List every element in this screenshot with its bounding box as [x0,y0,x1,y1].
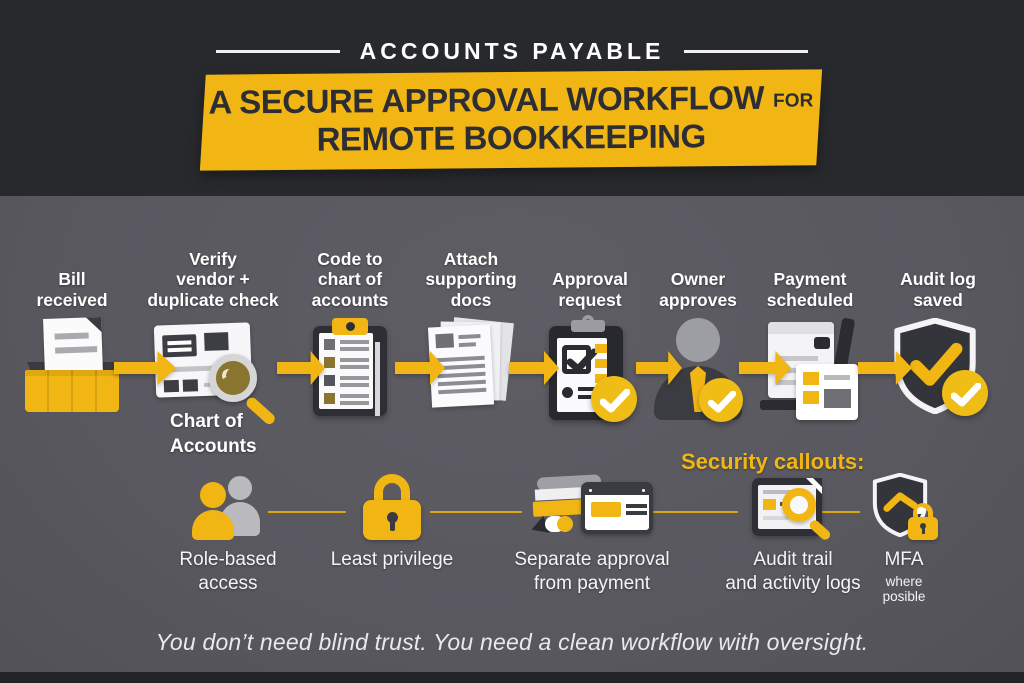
step-label: Owner approves [659,269,737,310]
kicker-text: ACCOUNTS PAYABLE [359,38,665,64]
log-search-icon [752,476,834,542]
security-item-audit-trail: Audit trail and activity logs [703,468,883,596]
step-label: Audit log saved [900,269,976,310]
flow-step-attach-docs: Attach supporting docs [406,240,536,413]
step-label: Bill received [36,269,108,310]
flow-step-code-to-coa: Code to chart of accounts [290,240,410,418]
security-label: Role-based access [179,549,277,594]
chart-of-accounts-note: Chart of Accounts [170,411,257,457]
credit-card-icon [581,482,653,534]
step-label: Attach supporting docs [425,249,517,310]
tagline: You don’t need blind trust. You need a c… [155,629,869,655]
magnifier-icon [209,354,257,402]
connector-line [268,511,346,513]
bottom-edge-band [0,672,1024,683]
security-label: Separate approval from payment [514,549,670,594]
security-label: Audit trail and activity logs [725,549,861,594]
flow-arrow [395,351,445,385]
title-main: A SECURE APPROVAL WORKFLOW [208,78,765,121]
kicker-line-right [684,50,809,53]
checkbox-icon [561,345,597,374]
security-label: MFA [884,549,924,570]
kicker-line-left [215,50,340,53]
title-line-1: A SECURE APPROVAL WORKFLOW FOR [208,78,814,121]
step-label: Code to chart of accounts [311,249,389,310]
title-line-2: REMOTE BOOKKEEPING [316,116,706,158]
check-badge-icon [941,370,988,416]
security-item-mfa: MFA where posible [848,468,960,605]
connector-line [820,511,860,513]
step-label: Approval request [552,269,628,310]
step-label: Payment scheduled [766,269,854,310]
users-icon [192,476,264,540]
flow-arrow [636,351,682,385]
check-badge-icon [590,376,637,422]
flow-step-audit-log: Audit log saved [878,240,998,418]
kicker: ACCOUNTS PAYABLE [0,38,1024,65]
connector-line [430,511,522,513]
flow-step-approval-request: Approval request [530,240,650,423]
check-badge-icon [699,378,743,422]
vendor-card-magnifier-icon [153,318,277,427]
clipboard-check-icon [543,315,638,423]
flow-arrow [114,351,176,385]
security-item-least-privilege: Least privilege [312,468,472,572]
security-item-role-based-access: Role-based access [153,468,303,596]
security-callouts-heading: Security callouts: [681,449,865,474]
flow-arrow [277,351,325,385]
flow-step-owner-approves: Owner approves [638,240,758,423]
flow-step-bill-received: Bill received [12,240,132,413]
flow-arrow [858,351,912,385]
title-for: FOR [773,90,814,112]
connector-line [650,511,738,513]
security-sublabel: where posible [882,573,926,605]
flow-arrow [509,351,559,385]
shield-lock-icon [867,473,941,543]
step-label: Verify vendor + duplicate check [147,249,279,310]
clipboard-list-icon [310,318,390,418]
flow-arrow [739,351,791,385]
security-label: Least privilege [330,549,454,570]
flow-step-verify-vendor: Verify vendor + duplicate check [133,240,293,427]
title-banner-inner: A SECURE APPROVAL WORKFLOW FOR REMOTE BO… [202,69,819,170]
flow-step-payment-scheduled: Payment scheduled [745,240,875,423]
magnifier-icon [782,488,816,522]
payment-cards-icon [528,474,655,540]
shield-check-icon [886,318,991,418]
padlock-icon [362,474,422,542]
security-item-separate-approval: Separate approval from payment [497,468,687,596]
inbox-icon [22,317,122,413]
document-icon [43,317,103,375]
title-banner: A SECURE APPROVAL WORKFLOW FOR REMOTE BO… [199,69,823,171]
header-band: ACCOUNTS PAYABLE A SECURE APPROVAL WORKF… [0,0,1024,196]
